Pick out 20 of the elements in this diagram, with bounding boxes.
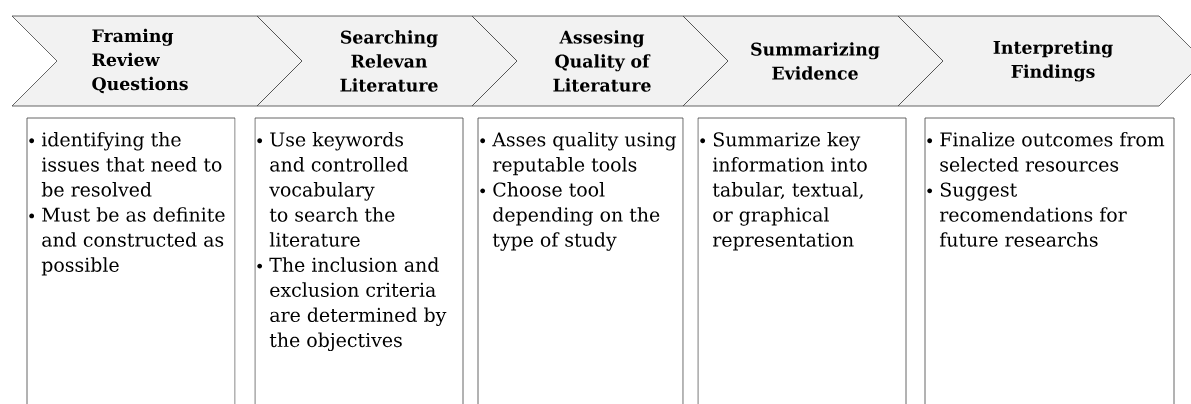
node-label: Asses quality using reputable tools — [492, 131, 677, 176]
step-heading-band: Framing Review Questions — [11, 15, 303, 107]
node-label: The inclusion and exclusion criteria are determined by the objectives — [269, 257, 447, 352]
node-label: Choose tool depending on the type of study — [492, 182, 660, 251]
step-heading-band: Searching Relevan Literature — [256, 15, 518, 107]
bullet-list-box: Asses quality using reputable tools Choose tool depending on the type of study — [477, 117, 684, 404]
node-label: Finalize outcomes from selected resources — [940, 131, 1165, 172]
bullet-list-box: identifying the issues that need to be resolved Must be as definite and constructed as possible — [26, 117, 236, 404]
step-heading-band: Interpreting Findings — [897, 15, 1191, 107]
node-label: Interpreting Findings — [993, 40, 1113, 82]
step-heading-band: Assesing Quality of Literature — [471, 15, 729, 107]
node-label: Suggest recomendations for future researchs — [939, 182, 1127, 247]
node-label: identifying the issues that need to be resolved — [41, 131, 222, 197]
bullet-list-box: Summarize key information into tabular, textual, or graphical representation — [697, 117, 907, 404]
node-label: Use keywords and controlled vocabulary to search the literature — [269, 131, 409, 247]
bullet-list-box: Use keywords and controlled vocabulary to search the literature The inclusion and exclusion criteria are determined by the objectives — [254, 117, 464, 404]
step-heading-band: Summarizing Evidence — [682, 15, 944, 107]
node-label: Summarize key information into tabular, textual, or graphical representation — [712, 131, 867, 251]
node-label: Must be as definite and constructed as possible — [41, 207, 225, 276]
bullet-list-box: Finalize outcomes from selected resources Suggest recomendations for future researchs — [924, 117, 1175, 404]
